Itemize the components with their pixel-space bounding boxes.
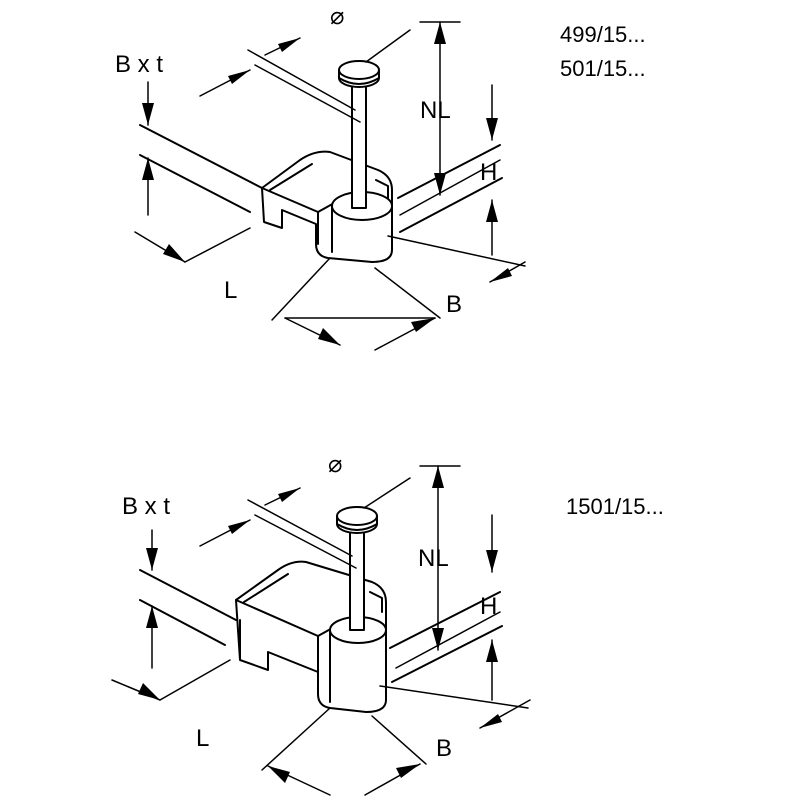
figure-1-product-code-2: 501/15...: [560, 56, 646, 81]
figure-2-height-label: H: [480, 593, 497, 620]
figure-1-length-label: L: [224, 277, 237, 304]
figure-1-clip-body: [261, 150, 393, 263]
figure-2-width-label: B: [436, 735, 452, 762]
figure-2-cable-clip: ⌀ B x t NL H L B 1501/15...: [111, 451, 664, 796]
figure-1-dimensions: [134, 21, 526, 351]
figure-2-cable: [139, 569, 503, 683]
figure-1-nail: [338, 60, 380, 209]
figure-1-nail-length-label: NL: [420, 97, 451, 124]
figure-1-height-label: H: [480, 159, 497, 186]
figure-1-diameter-label: ⌀: [330, 3, 344, 30]
figure-1-product-code-1: 499/15...: [560, 22, 646, 47]
figure-2-nail: [336, 506, 378, 631]
figure-1-cable: [139, 124, 503, 233]
figure-2-cable-size-label: B x t: [122, 493, 170, 520]
figure-2-product-code: 1501/15...: [566, 494, 664, 519]
figure-1-cable-size-label: B x t: [115, 51, 163, 78]
figure-2-nail-length-label: NL: [418, 545, 449, 572]
figure-2-length-label: L: [196, 725, 209, 752]
figure-1-width-label: B: [446, 291, 462, 318]
figure-2-dimensions: [111, 465, 531, 796]
figure-1-cable-clip: ⌀ B x t NL H L B 499/15... 501/15...: [115, 3, 646, 351]
figure-2-clip-body: [235, 560, 387, 713]
figure-2-diameter-label: ⌀: [328, 451, 342, 478]
